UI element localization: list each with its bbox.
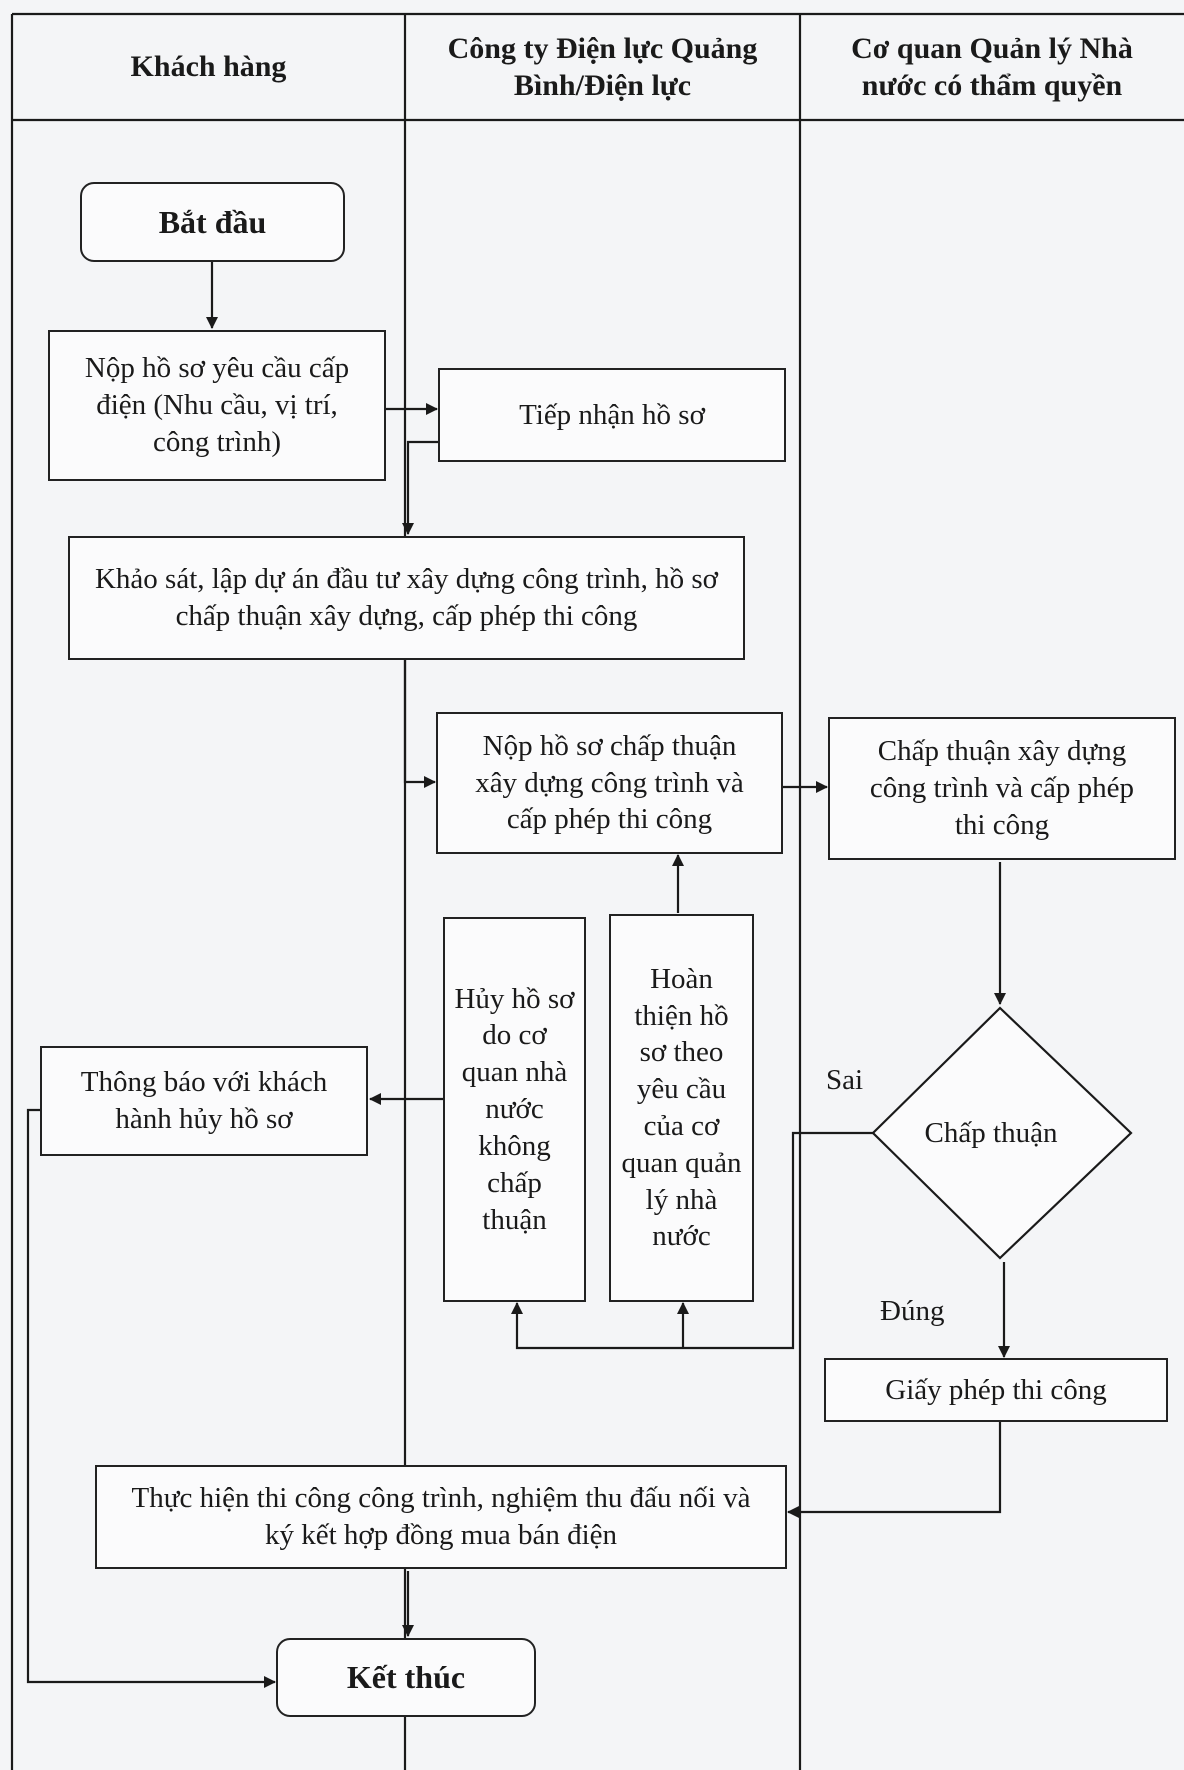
lane-header-customer: Khách hàng — [130, 50, 287, 84]
label-yes: Đúng — [880, 1295, 945, 1327]
execute-node: Thực hiện thi công công trình, nghiệm th… — [95, 1465, 787, 1569]
arrow-survey-to-submit-approval — [403, 660, 436, 788]
approve-construction-node: Chấp thuận xây dựng công trình và cấp ph… — [828, 717, 1176, 860]
lane-header-authority: Cơ quan Quản lý Nhà nước có thẩm quyền — [851, 31, 1133, 103]
arrow-no-to-cancel — [511, 1131, 873, 1350]
submit-request-node: Nộp hồ sơ yêu cầu cấp điện (Nhu cầu, vị … — [48, 330, 386, 481]
arrow-notify-to-end — [26, 1108, 276, 1688]
notify-node: Thông báo với khách hành hủy hồ sơ — [40, 1046, 368, 1156]
decision-diamond — [871, 1006, 1133, 1260]
cancel-node: Hủy hồ sơ do cơ quan nhà nước không chấp… — [443, 917, 586, 1302]
start-node: Bắt đầu — [80, 182, 345, 262]
arrow-permit-to-execute — [787, 1422, 1002, 1518]
label-no: Sai — [826, 1064, 864, 1096]
submit-approval-node: Nộp hồ sơ chấp thuận xây dựng công trình… — [436, 712, 783, 854]
survey-node: Khảo sát, lập dự án đầu tư xây dựng công… — [68, 536, 745, 660]
receive-node: Tiếp nhận hồ sơ — [438, 368, 786, 462]
complete-node: Hoàn thiện hồ sơ theo yêu cầu của cơ qua… — [609, 914, 754, 1302]
lane-header-power-company: Công ty Điện lực Quảng Bình/Điện lực — [447, 31, 758, 103]
arrow-receive-to-survey — [402, 440, 438, 535]
decision-label: Chấp thuận — [924, 1116, 1058, 1149]
permit-node: Giấy phép thi công — [824, 1358, 1168, 1422]
end-node: Kết thúc — [276, 1638, 536, 1717]
